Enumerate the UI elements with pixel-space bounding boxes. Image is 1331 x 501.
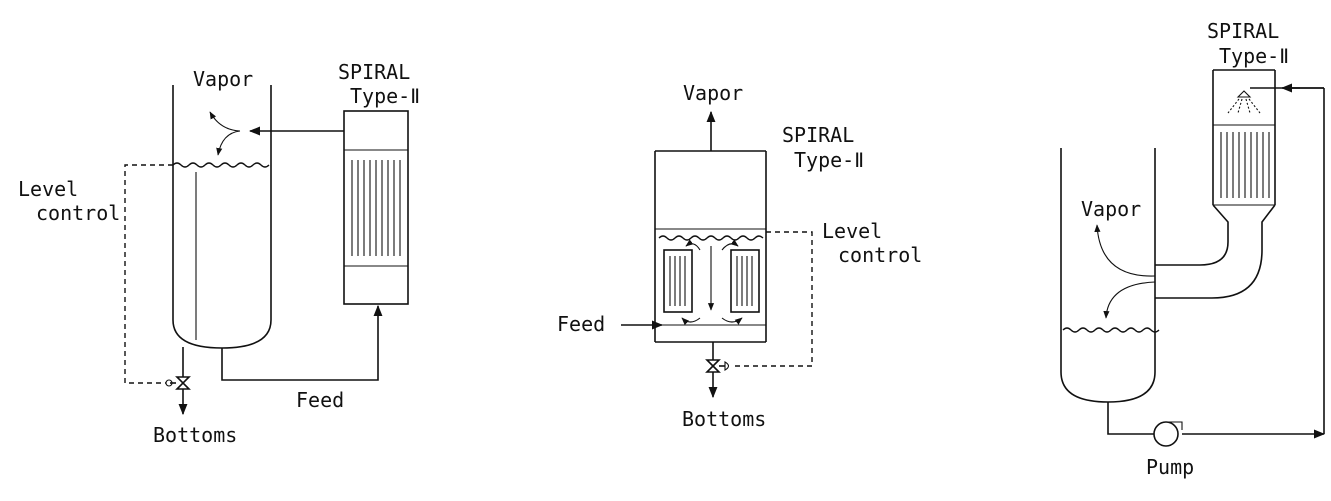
vapor-label: Vapor	[1081, 197, 1141, 221]
bottoms-label: Bottoms	[682, 407, 766, 431]
heater-tubes	[1220, 132, 1270, 198]
level-control-signal	[733, 231, 813, 367]
separator-vessel	[172, 85, 272, 349]
vapor-arrow	[209, 111, 241, 132]
recirculation-pipe	[1107, 402, 1154, 435]
pump-label: Pump	[1146, 455, 1194, 479]
liquid-down-arrow	[1103, 281, 1156, 319]
spiral-label: SPIRAL	[782, 123, 854, 147]
type-label: Type-Ⅱ	[794, 148, 864, 172]
bottoms-label: Bottoms	[153, 423, 237, 447]
liquid-level	[172, 162, 270, 168]
spiral-label: SPIRAL	[1207, 19, 1279, 43]
vapor-label: Vapor	[193, 67, 253, 91]
diagram-3: SPIRAL Type-Ⅱ Vapor Pump	[1060, 19, 1326, 479]
spiral-label: SPIRAL	[338, 60, 410, 84]
type-label: Type-Ⅱ	[350, 84, 420, 108]
diagram-1: Vapor SPIRAL Type-Ⅱ Level control Feed B…	[18, 60, 420, 447]
spray-nozzle-icon	[1236, 90, 1252, 98]
level-control-valve	[175, 376, 191, 390]
control-label: control	[838, 243, 922, 267]
level-control-valve	[705, 359, 721, 373]
feed-label: Feed	[296, 388, 344, 412]
diagram-2: Vapor SPIRAL Type-Ⅱ Level control Feed B…	[557, 81, 922, 431]
type-label: Type-Ⅱ	[1219, 44, 1289, 68]
liquid-down-arrow	[216, 130, 241, 156]
vapor-label: Vapor	[683, 81, 743, 105]
feed-pipe	[221, 304, 383, 381]
spiral-heater	[343, 110, 409, 305]
heater-tubes	[351, 160, 401, 256]
level-label: Level	[822, 219, 882, 243]
level-control-signal	[124, 164, 173, 384]
feed-label: Feed	[557, 312, 605, 336]
liquid-level	[1062, 327, 1160, 333]
level-label: Level	[18, 177, 78, 201]
liquid-level	[658, 235, 764, 241]
pump-icon	[1153, 421, 1179, 447]
heater-outlet-duct	[1155, 204, 1229, 266]
heater-left	[663, 249, 693, 313]
control-label: control	[36, 201, 120, 225]
heater-right	[730, 249, 760, 313]
vapor-arrow	[1094, 224, 1156, 277]
